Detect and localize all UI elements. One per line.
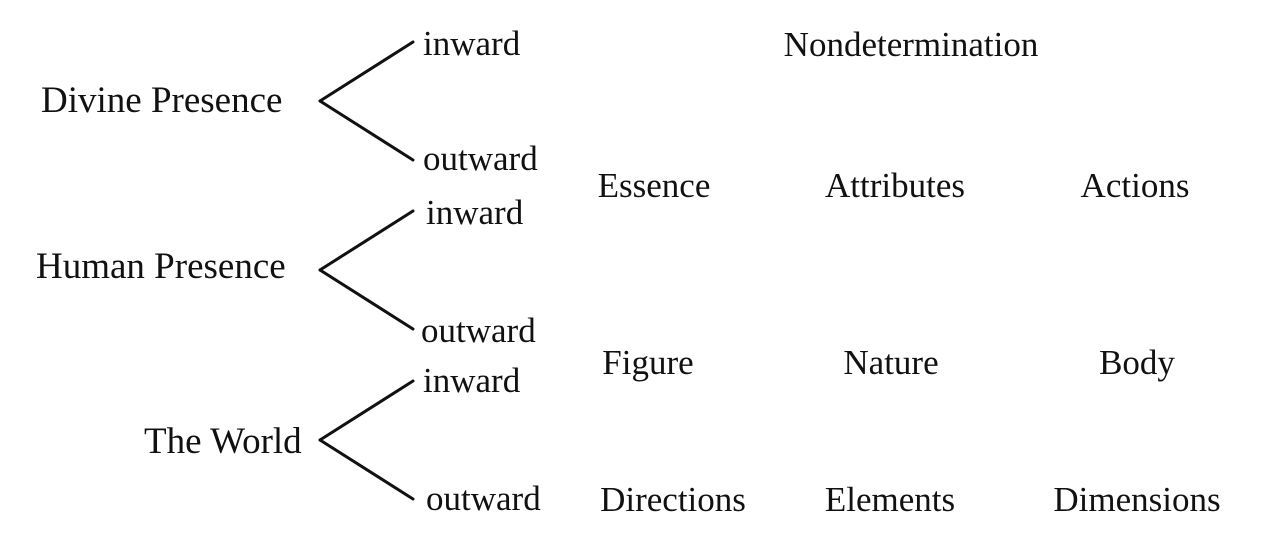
world-inward-label: inward <box>423 361 521 400</box>
divine-outward-branch <box>318 99 415 162</box>
actions-label: Actions <box>1080 166 1190 205</box>
essence-label: Essence <box>597 166 711 205</box>
elements-label: Elements <box>824 480 956 519</box>
human-outward-branch <box>318 268 415 331</box>
nondetermination-label: Nondetermination <box>783 25 1039 64</box>
divine-inward-label: inward <box>423 24 521 63</box>
divine-presence-label: Divine Presence <box>41 80 283 121</box>
world-inward-branch <box>318 379 415 442</box>
divine-inward-branch <box>318 40 415 103</box>
directions-label: Directions <box>600 480 746 519</box>
divine-outward-label: outward <box>423 139 538 178</box>
attributes-label: Attributes <box>825 166 965 205</box>
human-inward-branch <box>318 209 415 272</box>
human-inward-label: inward <box>426 193 524 232</box>
human-presence-label: Human Presence <box>36 246 286 287</box>
nature-label: Nature <box>843 343 939 382</box>
human-outward-label: outward <box>421 311 536 350</box>
body-label: Body <box>1099 343 1175 382</box>
world-label: The World <box>144 421 302 462</box>
world-outward-label: outward <box>426 479 541 518</box>
dimensions-label: Dimensions <box>1053 480 1221 519</box>
world-outward-branch <box>318 438 415 501</box>
figure-label: Figure <box>602 343 694 382</box>
